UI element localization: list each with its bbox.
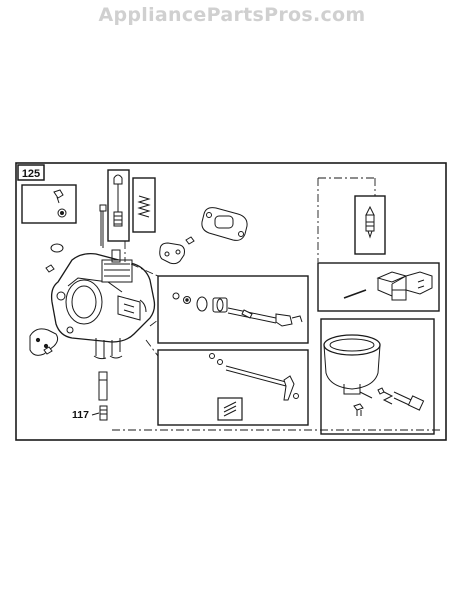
group-label-125: 125 bbox=[17, 164, 45, 181]
gasket bbox=[201, 207, 248, 241]
small-plate bbox=[159, 236, 195, 265]
needle-valve-inset bbox=[107, 169, 130, 242]
tiny-screw bbox=[45, 264, 55, 273]
diagram-frame bbox=[15, 162, 447, 441]
choke-shaft-inset bbox=[157, 349, 309, 426]
welch-plug bbox=[50, 243, 64, 253]
group-label-text: 125 bbox=[22, 168, 40, 180]
spring-inset bbox=[132, 177, 156, 233]
connector-lines bbox=[112, 177, 440, 431]
screw-washer-inset bbox=[21, 184, 77, 224]
float-inset bbox=[317, 262, 440, 312]
long-screw bbox=[99, 204, 107, 248]
site-watermark: AppliancePartsPros.com bbox=[98, 4, 366, 26]
throttle-shaft-inset bbox=[157, 275, 309, 344]
float-needle-inset bbox=[354, 195, 386, 255]
main-jet-tube bbox=[98, 371, 108, 421]
part-label-117: 117 bbox=[72, 409, 89, 421]
carburetor-body bbox=[50, 249, 156, 360]
choke-plate bbox=[29, 328, 59, 356]
float-bowl-inset bbox=[320, 318, 435, 435]
